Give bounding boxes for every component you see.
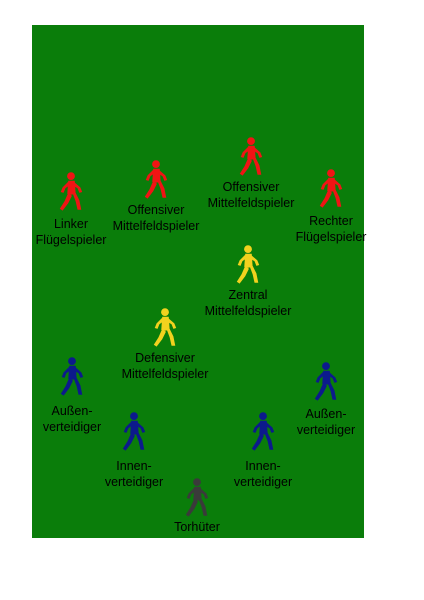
position-label: Flügelspieler bbox=[35, 233, 107, 247]
position-label: Flügelspieler bbox=[295, 230, 367, 244]
position-label: Zentral bbox=[228, 288, 268, 302]
position-label: Defensiver bbox=[135, 351, 195, 365]
player-running-icon bbox=[239, 137, 263, 176]
position-label: Mittelfeldspieler bbox=[112, 219, 200, 233]
position-label: Offensiver bbox=[127, 203, 185, 217]
position-label: Mittelfeldspieler bbox=[121, 367, 209, 381]
position-label: Linker bbox=[53, 217, 89, 231]
position-label: Außen- bbox=[305, 407, 347, 421]
position-label: Innen- bbox=[116, 459, 152, 473]
position-label: Offensiver bbox=[222, 180, 280, 194]
position-label: Mittelfeldspieler bbox=[207, 196, 295, 210]
position-label: Mittelfeldspieler bbox=[204, 304, 292, 318]
position-label: verteidiger bbox=[104, 475, 164, 489]
player-running-icon bbox=[185, 478, 209, 517]
player-running-icon bbox=[144, 160, 168, 199]
position-label: verteidiger bbox=[42, 420, 102, 434]
position-label: verteidiger bbox=[296, 423, 356, 437]
pitch bbox=[32, 25, 364, 538]
position-label: Rechter bbox=[309, 214, 353, 228]
player-running-icon bbox=[153, 308, 177, 347]
position-label: Innen- bbox=[245, 459, 281, 473]
position-label: Außen- bbox=[51, 404, 93, 418]
position-label: verteidiger bbox=[233, 475, 293, 489]
player-running-icon bbox=[60, 357, 84, 396]
player-running-icon bbox=[122, 412, 146, 451]
player-running-icon bbox=[319, 169, 343, 208]
position-label: Torhüter bbox=[174, 520, 220, 534]
player-running-icon bbox=[59, 172, 83, 211]
player-running-icon bbox=[314, 362, 338, 401]
player-running-icon bbox=[236, 245, 260, 284]
player-running-icon bbox=[251, 412, 275, 451]
